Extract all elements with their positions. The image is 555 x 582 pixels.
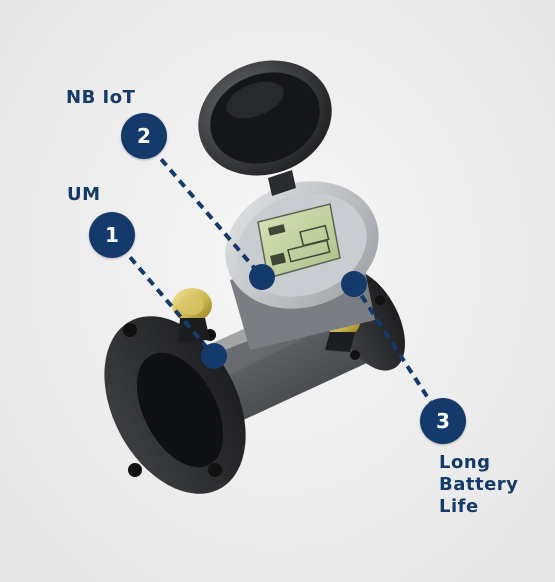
leader-lines bbox=[110, 136, 445, 423]
feature-label-nb-iot: NB IoT bbox=[66, 87, 136, 108]
feature-label-line: Long bbox=[439, 452, 491, 473]
leader-line-1 bbox=[110, 234, 216, 358]
feature-label-line: Life bbox=[439, 496, 479, 517]
feature-badge-2: 2 bbox=[121, 113, 167, 159]
feature-badge-3: 3 bbox=[420, 398, 466, 444]
feature-label-long-battery-life: Long Battery Life bbox=[439, 452, 518, 518]
leader-line-2 bbox=[141, 136, 264, 279]
anchor-dot-3 bbox=[341, 271, 367, 297]
anchor-dot-2 bbox=[249, 264, 275, 290]
anchor-dot-1 bbox=[201, 343, 227, 369]
feature-label-line: Battery bbox=[439, 474, 519, 495]
feature-label-um: UM bbox=[67, 184, 101, 205]
feature-badge-1: 1 bbox=[89, 212, 135, 258]
